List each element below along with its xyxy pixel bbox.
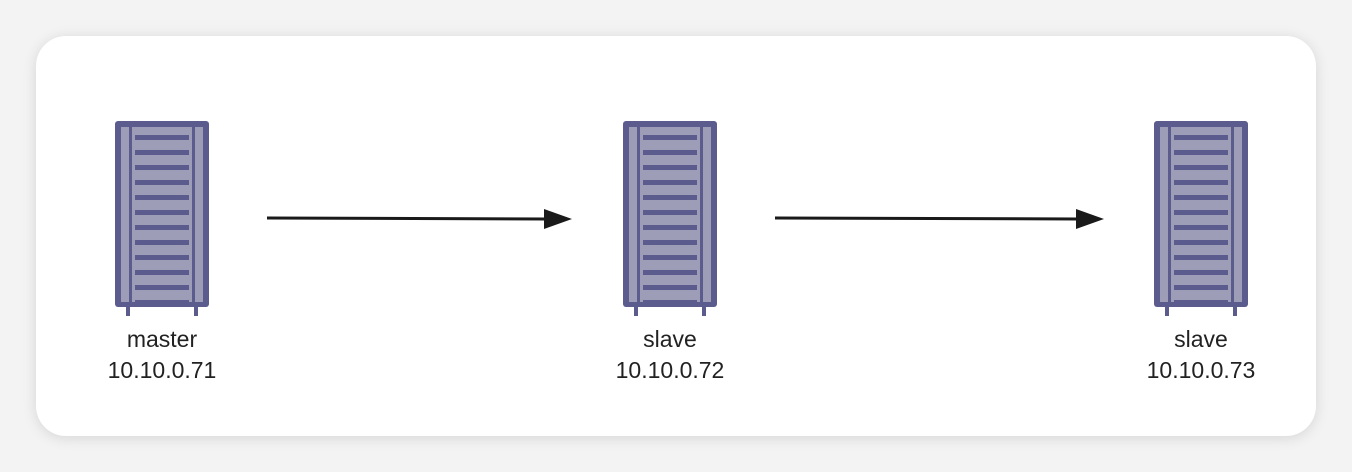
node-role-label: master [126,326,198,352]
server-rack-icon [1154,121,1248,316]
server-slot [643,285,697,290]
server-slot [1174,225,1228,230]
server-slot [643,165,697,170]
server-rack-icon [623,121,717,316]
server-slot [135,255,189,260]
arrowhead-icon [544,209,572,229]
server-slot [1174,300,1228,305]
node-ip-label: 10.10.0.71 [107,357,217,383]
arrow-master-to-slave-1 [266,209,572,229]
server-node-slave-2: slave 10.10.0.73 [1101,120,1301,386]
server-slot [1174,180,1228,185]
server-slot [643,255,697,260]
server-slot [1174,195,1228,200]
server-slot [135,135,189,140]
server-slot [1174,210,1228,215]
server-slot [643,210,697,215]
server-slot [135,195,189,200]
server-slot [135,210,189,215]
server-slot [643,225,697,230]
server-slot [643,150,697,155]
server-slot [1174,135,1228,140]
server-slot [135,225,189,230]
node-ip-label: 10.10.0.73 [1146,357,1256,383]
server-slot [643,180,697,185]
server-slot [1174,150,1228,155]
arrow-slave-1-to-slave-2 [774,209,1104,229]
node-role-label: slave [643,326,697,352]
server-node-master: master 10.10.0.71 [62,120,262,386]
node-role-label: slave [1174,326,1228,352]
server-slot [135,150,189,155]
server-node-slave-1: slave 10.10.0.72 [570,120,770,386]
arrowhead-icon [1076,209,1104,229]
server-slot [135,285,189,290]
server-rack-icon [115,121,209,316]
server-slot [1174,240,1228,245]
server-slot [135,300,189,305]
server-slot [1174,270,1228,275]
server-slot [135,165,189,170]
server-slot [643,195,697,200]
server-slot [643,270,697,275]
server-slot [135,240,189,245]
server-slot [135,270,189,275]
node-ip-label: 10.10.0.72 [615,357,725,383]
server-slot [1174,285,1228,290]
server-slot [1174,255,1228,260]
server-slot [1174,165,1228,170]
server-slot [643,240,697,245]
server-slot [135,180,189,185]
server-slot [643,300,697,305]
server-slot [643,135,697,140]
